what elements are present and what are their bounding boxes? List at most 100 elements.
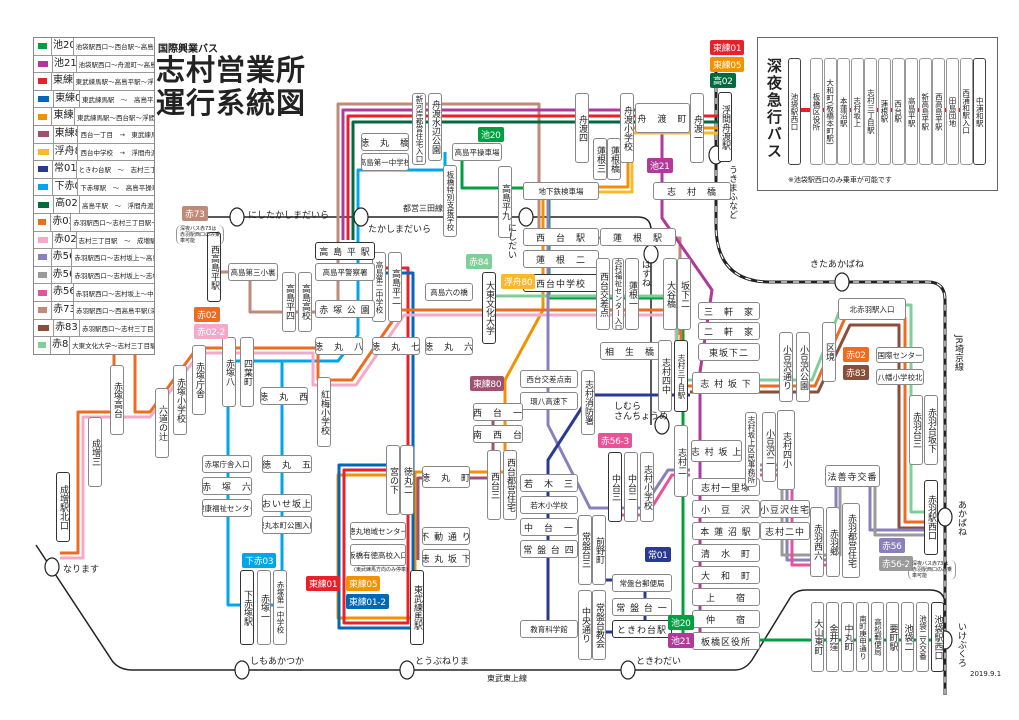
bus-stop: 徳丸本町公園入口 xyxy=(262,516,312,534)
bus-stop: 徳 丸 八 xyxy=(315,337,363,355)
night-bus-stop: 大和町(板橋本町駅) xyxy=(823,58,837,165)
route-badge: 高02 xyxy=(710,73,736,88)
night-bus-stop: 板橋区役所 xyxy=(810,58,823,165)
bus-stop: ときわ台駅 xyxy=(612,620,672,638)
route-description: 池袋駅西口～西台駅～高島平操車場 xyxy=(75,43,154,52)
railway-station-marker xyxy=(834,272,850,292)
route-badge: 池20 xyxy=(478,127,504,142)
night-bus-note: ※池袋駅西口のみ乗車が可能です xyxy=(788,176,892,184)
route-description: 赤羽駅西口～志村三丁目駅～成増駅北口 xyxy=(73,219,154,228)
route-description: 赤羽駅西口～志村坂上～高島平操車場 xyxy=(74,254,154,263)
route-color-swatch xyxy=(38,148,49,155)
bus-stop: 徳 丸 七 xyxy=(372,337,420,355)
bus-stop: 池袋二 xyxy=(901,602,914,672)
tojo-line xyxy=(35,544,946,671)
night-bus-stop: 志村坂上 xyxy=(850,58,864,165)
route-code: 東練01 xyxy=(51,73,74,90)
bus-stop: 志 村 坂 上 xyxy=(691,440,742,462)
bus-stop: 高島平四 xyxy=(282,272,296,332)
route-color-swatch xyxy=(38,131,49,138)
route-code: 常01 xyxy=(51,161,77,178)
bus-stop: 徳 丸 橋 xyxy=(361,133,409,151)
bus-stop: 赤塚高台 xyxy=(110,365,124,435)
bus-stop: 西台三 xyxy=(487,450,501,520)
route-badge: 池20 xyxy=(668,615,694,630)
route-badge: 浮舟80 xyxy=(501,274,536,289)
route-code: 東練05 xyxy=(51,108,75,125)
route-badge: 東練80 xyxy=(470,376,505,391)
bus-stop: 法善寺交番 xyxy=(825,465,880,487)
railway-label-nishidai: にしだい xyxy=(506,223,516,259)
route-color-swatch xyxy=(38,272,47,279)
bus-stop: 南 西 台 xyxy=(473,425,523,443)
bus-stop: 西高島平駅 xyxy=(207,232,221,302)
bus-stop: 志村福祉センター入口 xyxy=(612,258,624,330)
bus-stop: 南町庚申通り xyxy=(856,602,869,672)
legend-row: 東練01東武練馬駅～高島平駅～浮間舟渡駅 xyxy=(34,73,154,91)
route-badge: 東練05 xyxy=(710,57,745,72)
route-color-swatch xyxy=(38,254,47,261)
route-badge: 東練01 xyxy=(710,40,745,55)
route-description: 高島平駅 ～ 浮間舟渡駅 xyxy=(82,201,154,210)
route-code: 浮舟80 xyxy=(52,143,79,161)
railway-label-nishitakashimadaira: にしたかしまだいら xyxy=(248,211,330,221)
route-code: 赤02 xyxy=(50,213,72,231)
railway-station-marker xyxy=(399,660,415,680)
bus-stop: 高島平九 xyxy=(498,166,512,238)
railway-label-akabane: あかばね xyxy=(956,500,966,536)
bus-stop: 大谷橋 xyxy=(663,258,677,330)
route-description: 赤羽駅西口～志村坂上～志村三丁目駅 xyxy=(74,272,154,281)
bus-stop: 志村一里塚 xyxy=(692,478,760,496)
route-description: 東武練馬駅 ～ 高島平駅 xyxy=(82,96,154,105)
route-color-swatch xyxy=(38,60,48,67)
bus-stop: 高島平警察署 xyxy=(315,263,375,281)
legend-row: 東練80西台一丁目 → 東武練馬駅 xyxy=(34,125,154,144)
railway-label-saikyo_line: JR埼京線 xyxy=(953,335,963,371)
route-color-swatch xyxy=(38,289,48,296)
route-code: 東練01-2 xyxy=(53,90,81,108)
aka73-note-west: 深夜バス赤73は赤羽駅西口のみ乗車可能 xyxy=(176,225,224,245)
bus-stop: 志村坂上区民事務所 xyxy=(745,412,757,487)
night-bus-stop: 新高島平駅 xyxy=(918,58,932,165)
route-description: 西台中学校 → 浮間舟渡駅 xyxy=(80,148,154,157)
bus-stop: 志 村 橋 xyxy=(653,182,731,200)
bus-stop: 仲 宿 xyxy=(692,610,760,628)
route-code: 池20 xyxy=(51,38,74,55)
route-badge: 赤56-2 xyxy=(879,556,913,571)
bus-stop: 常盤台三 xyxy=(578,515,592,585)
bus-stop: 東武練馬駅 xyxy=(410,570,424,645)
bus-stop: 赤羽西六 xyxy=(810,507,824,577)
bus-stop: 高島第二中学校 xyxy=(372,252,386,322)
route-color-swatch xyxy=(38,219,47,226)
bus-stop: 赤塚第一中学校 xyxy=(273,570,287,645)
route-color-swatch xyxy=(38,342,46,349)
bus-stop: 中丸町 xyxy=(841,602,854,672)
legend-row: 赤84大東文化大学～志村三丁目駅～赤羽駅西口 xyxy=(34,337,154,354)
saikyo-line-dash xyxy=(715,62,946,695)
route-description: ときわ台駅 ～ 志村三丁目駅 xyxy=(78,166,154,175)
night-bus-stop: 西台駅 xyxy=(891,58,905,165)
railway-label-ukimafunado: うきまふなど xyxy=(727,165,737,219)
bus-stop: 志村二 xyxy=(674,425,688,497)
route-code: 東練80 xyxy=(52,125,79,143)
route-line-高02 xyxy=(351,120,718,240)
bus-stop: 中台二 xyxy=(624,452,638,522)
bus-stop: 高松郵便局 xyxy=(871,602,884,672)
route-color-swatch xyxy=(38,78,48,85)
bus-stop: 志村小学校 xyxy=(640,452,654,522)
bus-stop: 赤 塚 六 xyxy=(202,477,252,495)
route-code: 赤73 xyxy=(51,301,74,319)
route-badge: 赤56 xyxy=(879,538,905,553)
bus-stop: 金井窪 xyxy=(826,602,839,672)
bus-stop: 志村消防署 xyxy=(581,370,595,435)
bus-stop: 若 木 三 xyxy=(520,474,578,492)
bus-stop: 赤 塚 公 園 xyxy=(315,300,375,318)
bus-stop: 赤羽台三 xyxy=(909,395,923,465)
bus-stop: 東京国際センター入口 xyxy=(876,347,924,363)
bus-stop: 高 島 平 駅 xyxy=(315,242,375,260)
brand-name: 国際興業バス xyxy=(158,44,218,55)
bus-stop: 蓮根三 xyxy=(593,138,607,180)
railway-label-shimoakatsuka: しもあかつか xyxy=(250,657,305,667)
